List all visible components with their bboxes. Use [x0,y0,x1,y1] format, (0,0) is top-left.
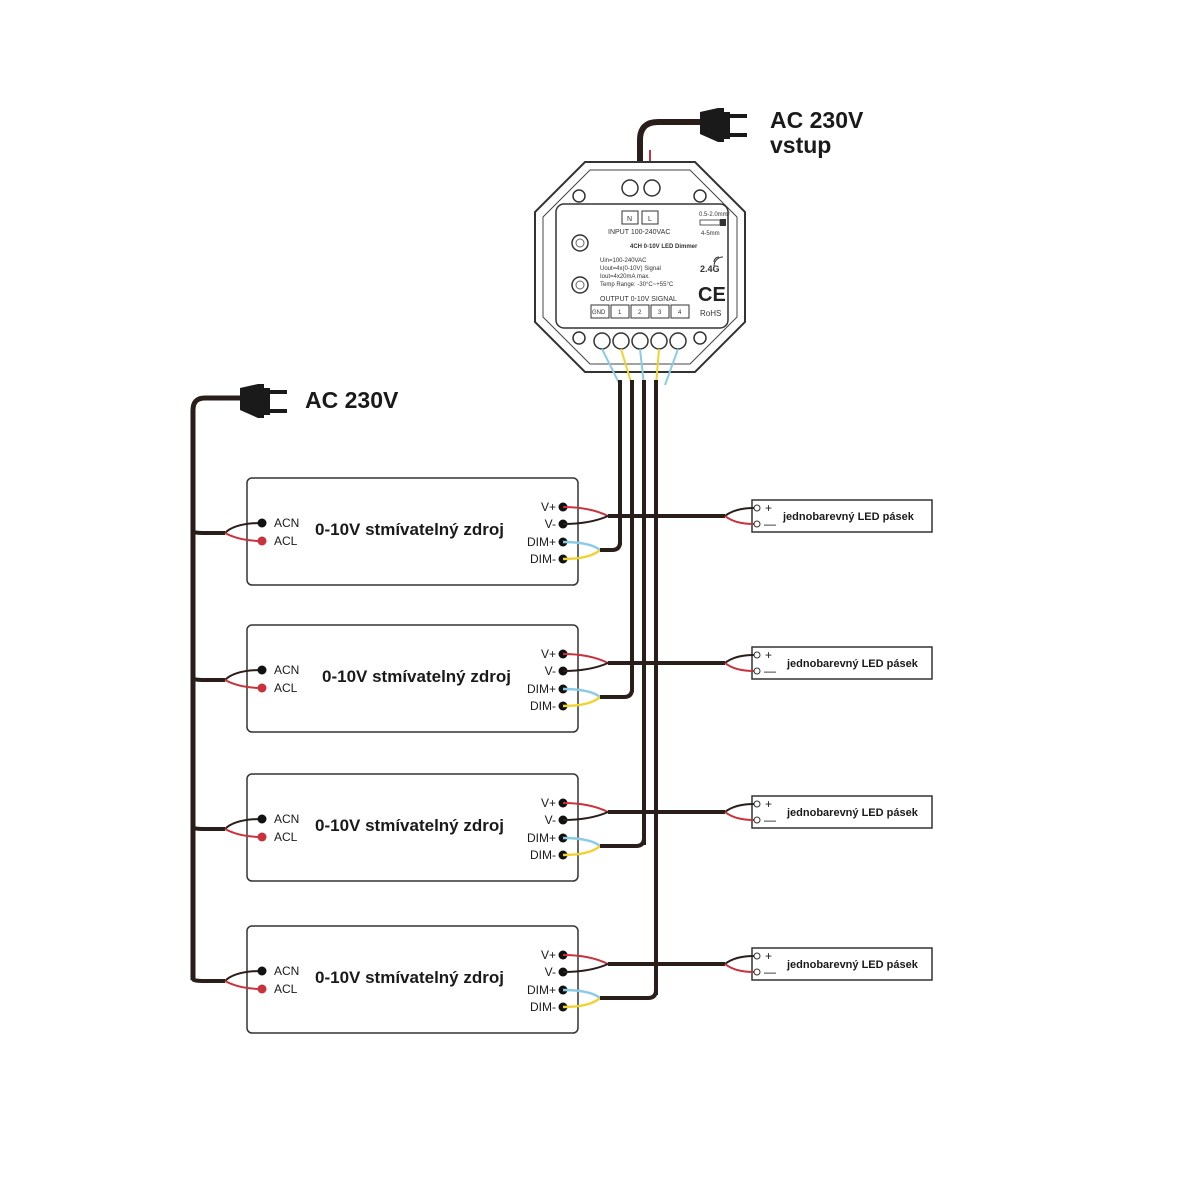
acn-label: ACN [274,964,299,978]
terminal-n: N [627,216,632,223]
dc-terminal-label: DIM- [530,552,556,566]
rf-label: 2.4G [700,264,720,274]
input-title-line2: vstup [770,132,831,158]
out-terminal-4: 4 [678,310,682,316]
strip-plus: + [765,949,772,963]
psu-unit-4: ACN ACL 0-10V stmívatelný zdroj V+ V- DIM+ DIM… [191,925,725,1034]
acl-label: ACL [274,830,298,844]
wire-spec-1: 0.5-2.0mm² [699,212,730,218]
dc-terminal-label: V+ [541,948,556,962]
strip-minus: — [764,517,776,531]
acl-label: ACL [274,982,298,996]
psu-unit-2: ACN ACL 0-10V stmívatelný zdroj V+ V- DIM+ DIM… [191,624,725,733]
strip-label: jednobarevný LED pásek [786,658,919,670]
psu-unit-1: ACN ACL 0-10V stmívatelný zdroj V+ V- DIM+ DIM… [191,477,725,586]
acl-label: ACL [274,681,298,695]
model-name: 4CH 0-10V LED Dimmer [630,244,698,250]
rohs-label: RoHS [700,309,721,318]
strip-minus: — [764,965,776,979]
dc-terminal-label: V+ [541,796,556,810]
led-strip-3: + — jednobarevný LED pásek [724,795,933,829]
dc-terminal-label: DIM+ [527,831,556,845]
acn-terminal [257,966,267,976]
acn-terminal [257,814,267,824]
strip-label: jednobarevný LED pásek [786,807,919,819]
input-title-line1: AC 230V [770,107,864,133]
output-label: OUTPUT 0-10V SIGNAL [600,296,677,303]
input-plug [637,108,747,188]
psu-box [246,773,579,882]
dc-terminal-label: V- [545,664,556,678]
led-strip-1: + — jednobarevný LED pásek [724,499,933,533]
dimmer-controller [534,161,746,373]
psu-title: 0-10V stmívatelný zdroj [315,816,504,835]
psu-box [246,925,579,1034]
dc-terminal-label: DIM+ [527,535,556,549]
acn-label: ACN [274,663,299,677]
spec-line-4: Temp Range: -30°C~+55°C [600,282,674,288]
acn-terminal [257,665,267,675]
psu-title: 0-10V stmívatelný zdroj [315,968,504,987]
dc-terminal-label: V+ [541,500,556,514]
spec-line-2: Uout=4x(0-10V) Signal [600,266,661,272]
strip-plus: + [765,797,772,811]
psu-title: 0-10V stmívatelný zdroj [322,667,511,686]
acl-terminal [257,536,267,546]
mains-title: AC 230V [305,387,399,413]
out-terminal-3: 3 [658,310,662,316]
dc-terminal-label: V+ [541,647,556,661]
strip-plus: + [765,501,772,515]
acl-terminal [257,683,267,693]
wire-spec-2: 4-5mm [701,231,720,237]
strip-label: jednobarevný LED pásek [782,511,915,523]
spec-line-3: Iout=4x20mA max. [600,274,650,280]
terminal-l: L [648,216,652,223]
dc-terminal-label: DIM- [530,1000,556,1014]
strip-minus: — [764,813,776,827]
out-terminal-gnd: GND [592,310,606,316]
dc-terminal-label: V- [545,965,556,979]
dc-terminal-label: DIM+ [527,682,556,696]
acn-terminal [257,518,267,528]
psu-box [246,477,579,586]
strip-label: jednobarevný LED pásek [786,959,919,971]
dc-terminal-label: DIM- [530,848,556,862]
dc-terminal-label: DIM+ [527,983,556,997]
out-terminal-1: 1 [618,310,622,316]
input-rating: INPUT 100-240VAC [608,229,670,236]
ce-mark: CE [698,284,726,306]
out-terminal-2: 2 [638,310,642,316]
psu-unit-3: ACN ACL 0-10V stmívatelný zdroj V+ V- DIM+ DIM… [191,773,725,882]
acn-label: ACN [274,516,299,530]
spec-line-1: Uin=100-240VAC [600,258,647,264]
acl-terminal [257,984,267,994]
acl-terminal [257,832,267,842]
strip-minus: — [764,664,776,678]
psu-title: 0-10V stmívatelný zdroj [315,520,504,539]
acl-label: ACL [274,534,298,548]
signal-bus [601,348,679,995]
acn-label: ACN [274,812,299,826]
psu-box [246,624,579,733]
dc-terminal-label: DIM- [530,699,556,713]
led-strip-2: + — jednobarevný LED pásek [724,646,933,680]
mains-plug [190,384,287,980]
strip-plus: + [765,648,772,662]
led-strip-4: + — jednobarevný LED pásek [724,947,933,981]
dc-terminal-label: V- [545,517,556,531]
dc-terminal-label: V- [545,813,556,827]
